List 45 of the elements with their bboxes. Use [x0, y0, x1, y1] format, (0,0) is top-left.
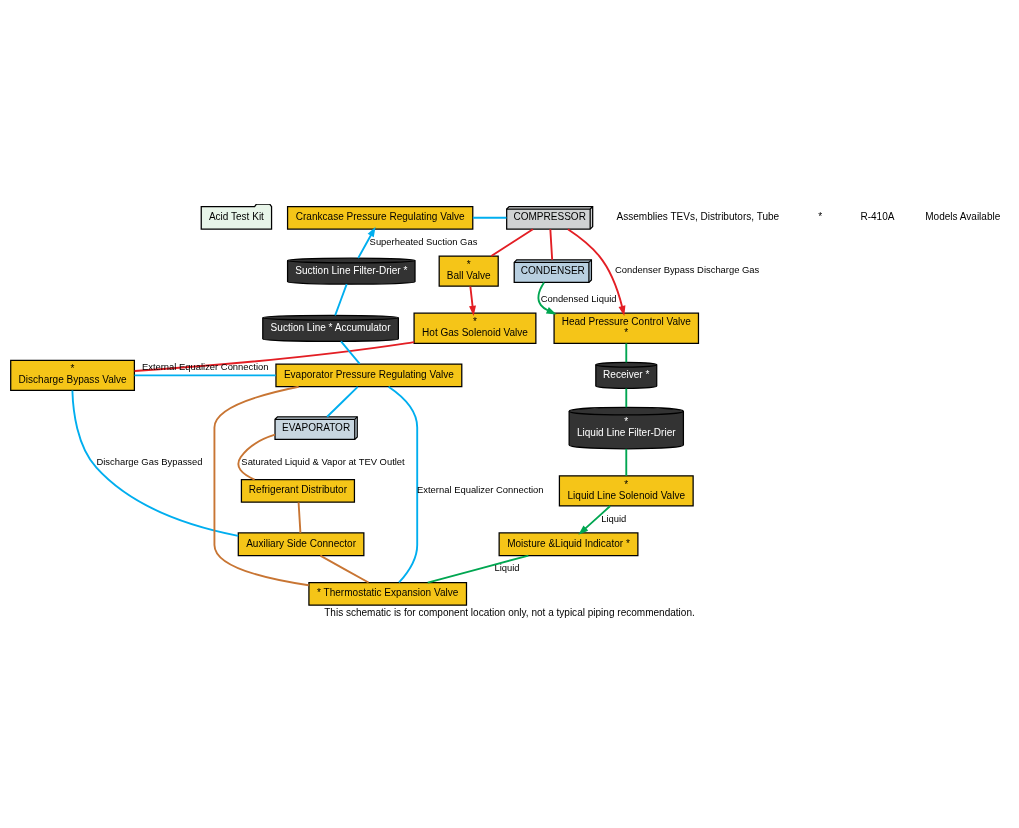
connector: [297, 501, 302, 534]
arrow: [469, 285, 477, 316]
node-box: * Discharge Bypass Valve: [10, 359, 135, 392]
connector: [625, 447, 628, 477]
edge-label: Discharge Gas Bypassed: [96, 455, 203, 467]
edge-label: Condensed Liquid: [540, 292, 617, 304]
node-box: Auxiliary Side Connector: [237, 532, 365, 557]
node-box: Head Pressure Control Valve *: [553, 312, 700, 344]
node-box: * Liquid Line Solenoid Valve: [558, 475, 694, 507]
connector: [387, 385, 419, 584]
edge-label: Liquid: [494, 562, 520, 574]
caption: This schematic is for component location only, not a typical piping recommendation.: [324, 606, 695, 618]
arrow: [567, 228, 626, 316]
connector: [625, 342, 628, 364]
connector: [319, 554, 370, 584]
node-box: Refrigerant Distributor: [240, 479, 356, 503]
arrow: [357, 226, 376, 260]
connector: [133, 341, 415, 372]
node-box: * Ball Valve: [438, 255, 499, 287]
connector: [334, 283, 348, 317]
node-box: Crankcase Pressure Regulating Valve: [286, 205, 474, 230]
arrow: [578, 505, 612, 535]
label: *: [818, 211, 823, 223]
connector: [71, 389, 240, 537]
edge-label: Superheated Suction Gas: [369, 235, 478, 247]
connector: [490, 228, 534, 257]
connector: [213, 385, 310, 587]
connector: [237, 433, 276, 481]
node-box: * Hot Gas Solenoid Valve: [413, 312, 537, 344]
connector: [340, 340, 361, 365]
connector: [426, 554, 530, 584]
arrow: [537, 281, 557, 315]
label: R-410A: [860, 211, 895, 223]
connector: [549, 228, 554, 261]
connector: [625, 387, 628, 409]
label: Models Available: [925, 211, 1001, 223]
connector: [471, 216, 508, 219]
node-box: Moisture &Liquid Indicator *: [498, 532, 639, 557]
edge-label: Saturated Liquid & Vapor at TEV Outlet: [241, 455, 405, 467]
label: Assemblies TEVs, Distributors, Tube: [616, 211, 780, 223]
edge-label: Liquid: [601, 512, 627, 524]
edge-label: Condenser Bypass Discharge Gas: [615, 264, 760, 276]
node-box: Evaporator Pressure Regulating Valve: [275, 363, 463, 388]
node-box: * Thermostatic Expansion Valve: [308, 581, 468, 606]
connector: [133, 374, 277, 377]
